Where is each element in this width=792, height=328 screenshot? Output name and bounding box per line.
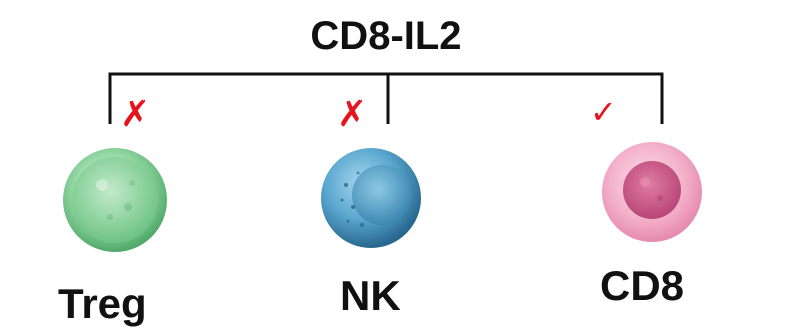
treg-label: Treg (58, 280, 147, 327)
treg-cross-mark: ✗ (120, 93, 151, 134)
bracket-line (108, 72, 664, 124)
treg-cell-icon (63, 148, 167, 252)
diagram-title: CD8-IL2 (310, 14, 462, 58)
nk-label: NK (340, 272, 401, 319)
nk-cross-mark: ✗ (337, 93, 368, 134)
cd8-label: CD8 (600, 262, 685, 309)
nk-cell-icon (321, 148, 421, 248)
cd8-cell-icon (602, 142, 702, 242)
cd8-check-mark: ✓ (590, 94, 617, 130)
